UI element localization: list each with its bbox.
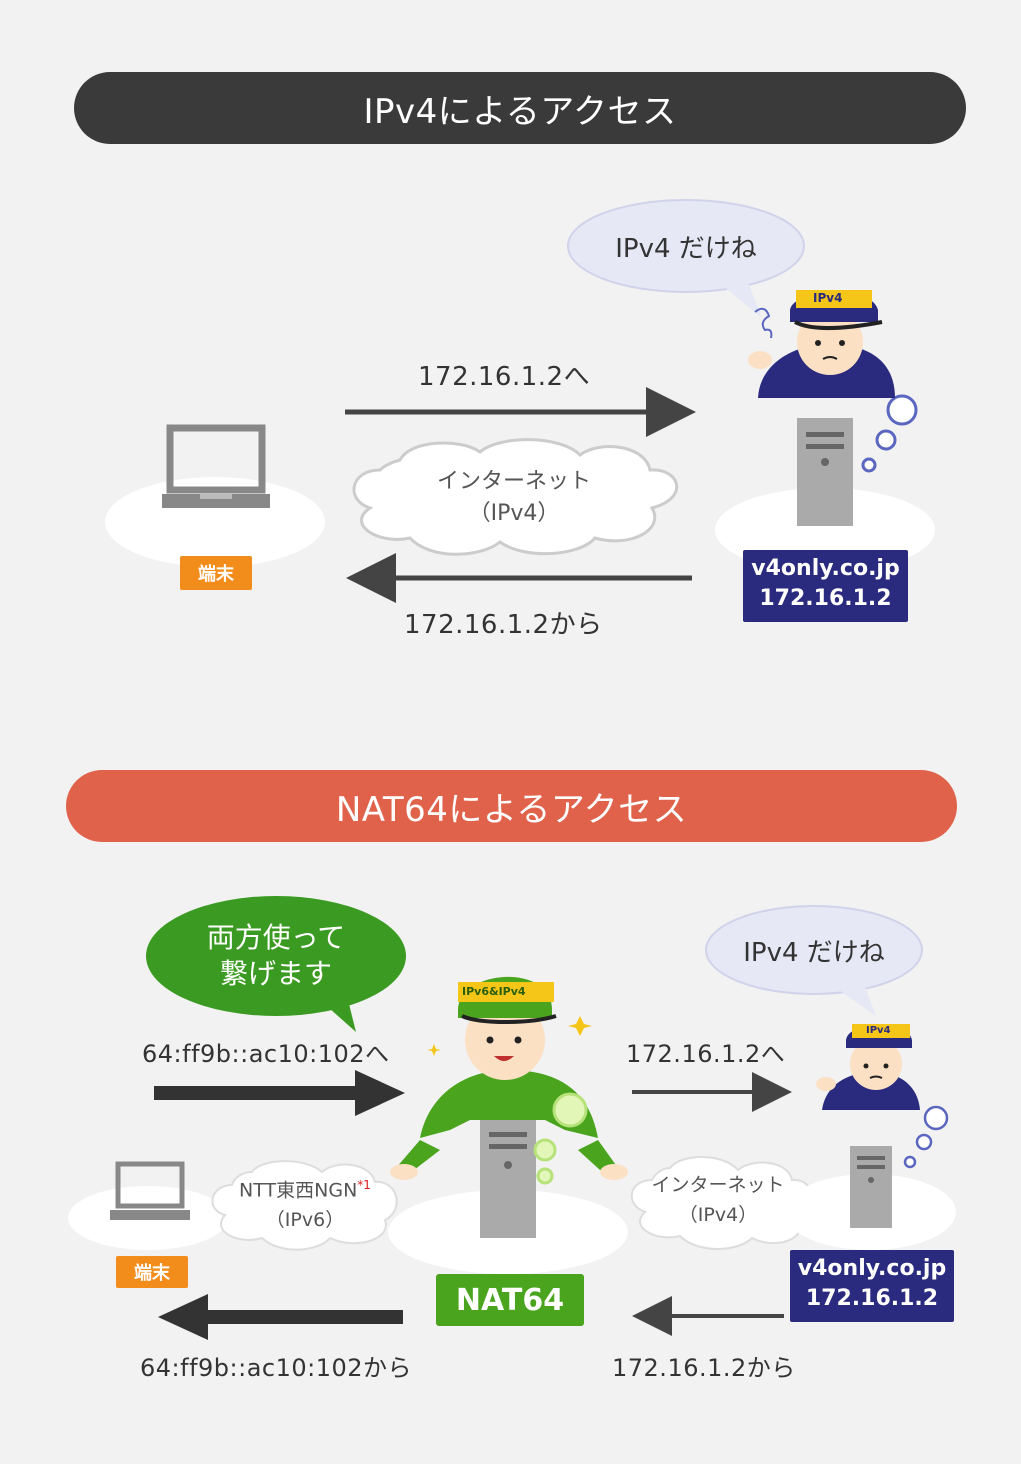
internet-cloud-label-2: インターネット （IPv4） bbox=[618, 1170, 818, 1230]
cloud-line-1: インターネット bbox=[436, 469, 591, 494]
ngn-cloud-label: NTT東西NGN*1 （IPv6） bbox=[200, 1170, 410, 1235]
guard-character-ipv4 bbox=[748, 290, 895, 398]
ipv4-speech-text: IPv4 だけね bbox=[615, 233, 757, 264]
nat-response-left-label: 64:ff9b::ac10:102から bbox=[140, 1354, 413, 1382]
internet-cloud bbox=[352, 438, 679, 556]
terminal-tag: 端末 bbox=[180, 556, 252, 590]
hat-label-nat: IPv6&IPv4 bbox=[462, 985, 526, 998]
ngn-line-2: （IPv6） bbox=[265, 1209, 345, 1232]
hat-label-ipv4-2: IPv4 bbox=[866, 1025, 891, 1036]
ipv4-cloud-label: インターネット （IPv4） bbox=[414, 466, 614, 530]
nat64-section-title: NAT64によるアクセス bbox=[66, 770, 957, 842]
server-ip: 172.16.1.2 bbox=[759, 586, 892, 611]
ngn-line-1: NTT東西NGN*1 bbox=[200, 1170, 410, 1205]
cloud-line-2: （IPv4） bbox=[468, 501, 560, 526]
hat-label-ipv4: IPv4 bbox=[813, 291, 843, 305]
internet-line-2: （IPv4） bbox=[678, 1204, 758, 1226]
terminal-tag-2: 端末 bbox=[116, 1256, 188, 1288]
server-tower-icon bbox=[797, 418, 853, 526]
speech-bubble-ipv4-2 bbox=[705, 905, 923, 1016]
nat-speech-text: 両方使って 繋げます bbox=[166, 916, 386, 996]
ngn-footnote-marker: *1 bbox=[357, 1178, 371, 1192]
speech-bubble-green bbox=[146, 896, 406, 1032]
ipv4-section-title: IPv4によるアクセス bbox=[74, 72, 966, 144]
nat-response-arrow-left bbox=[158, 1294, 403, 1340]
server-ip-2: 172.16.1.2 bbox=[805, 1286, 939, 1311]
nat64-label-box: NAT64 bbox=[436, 1274, 584, 1326]
nat-server-tower-icon bbox=[480, 1118, 536, 1238]
server-tower-icon-2 bbox=[850, 1146, 892, 1228]
nat-response-right-label: 172.16.1.2から bbox=[612, 1354, 796, 1382]
server-domain: v4only.co.jp bbox=[751, 556, 900, 581]
nat-request-right-label: 172.16.1.2へ bbox=[626, 1040, 786, 1068]
server-label-box-2: v4only.co.jp 172.16.1.2 bbox=[790, 1250, 954, 1322]
ngn-cloud bbox=[211, 1160, 398, 1251]
speech-bubble-ipv4 bbox=[567, 199, 805, 318]
laptop-icon bbox=[162, 424, 270, 508]
ipv4-speech-text-2: IPv4 だけね bbox=[743, 937, 885, 968]
nat-speech-line2: 繋げます bbox=[219, 957, 332, 990]
guard-character-ipv4-2 bbox=[816, 1024, 949, 1169]
ngn-name: NTT東西NGN bbox=[239, 1179, 358, 1202]
ipv4-response-label: 172.16.1.2から bbox=[404, 610, 603, 640]
nat-request-arrow-left bbox=[154, 1070, 405, 1116]
server-label-box: v4only.co.jp 172.16.1.2 bbox=[743, 550, 908, 622]
internet-line-1: インターネット bbox=[651, 1174, 785, 1196]
nat-request-left-label: 64:ff9b::ac10:102へ bbox=[142, 1040, 390, 1068]
nat-character bbox=[390, 976, 628, 1185]
laptop-icon-2 bbox=[110, 1161, 190, 1220]
nat-speech-line1: 両方使って bbox=[206, 921, 346, 954]
ipv4-request-label: 172.16.1.2へ bbox=[418, 362, 591, 392]
server-domain-2: v4only.co.jp bbox=[797, 1256, 947, 1281]
